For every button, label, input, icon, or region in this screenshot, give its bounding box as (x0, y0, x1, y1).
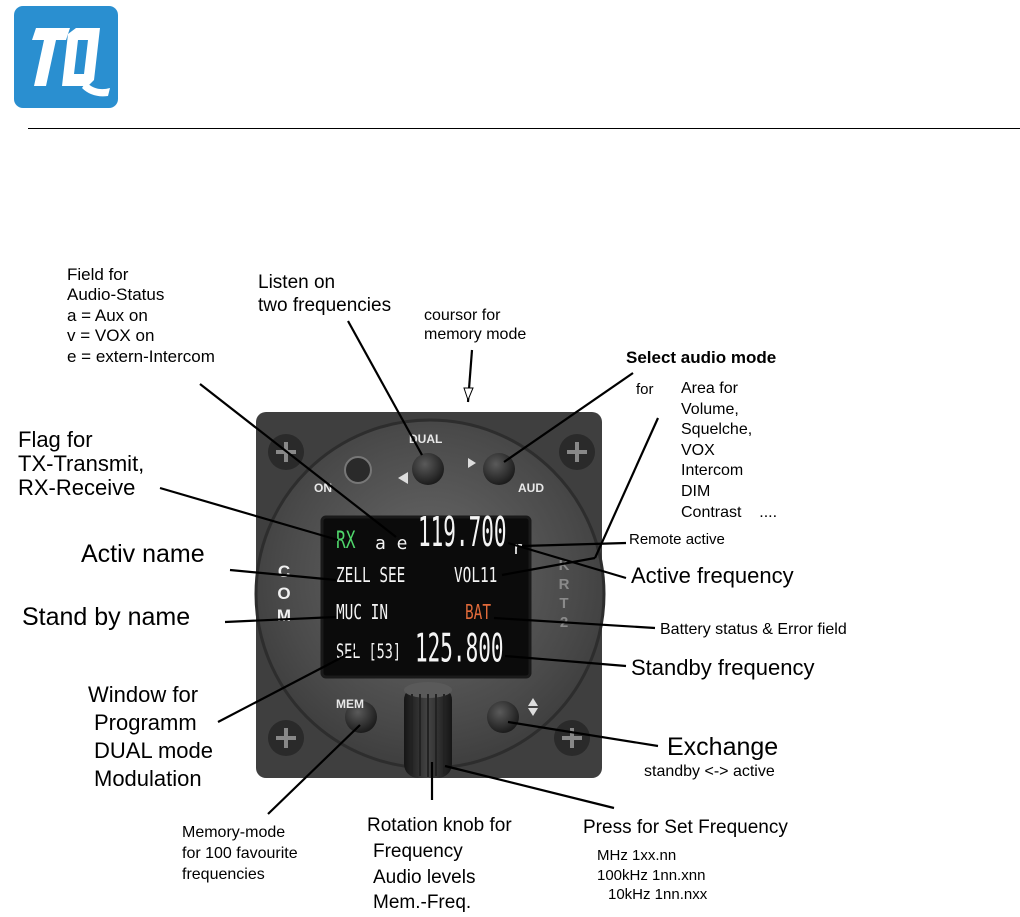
label-remote-active: Remote active (629, 531, 725, 548)
bezel-label-aud: AUD (518, 481, 544, 495)
leader-area-a (593, 417, 660, 559)
lcd-battery: BAT (465, 599, 492, 624)
lcd-active-name: ZELL SEE (336, 562, 406, 587)
label-line: Mem.-Freq. (373, 892, 472, 914)
label-active-frequency: Active frequency (631, 563, 794, 588)
label-line: DUAL mode (94, 738, 214, 764)
label-line: Field for (67, 265, 129, 284)
label-line: for 100 favourite (182, 844, 298, 862)
label-line: Contrast .... (681, 503, 778, 521)
krt-letter: T (559, 595, 569, 612)
label-line: memory mode (424, 326, 527, 344)
lcd-rx-flag: RX (336, 526, 356, 555)
leader-audio-status (199, 383, 397, 538)
label-window: Window for Programm DUAL mode Modulation (88, 681, 213, 794)
header-rule (28, 128, 1020, 129)
label-line: Intercom (681, 462, 744, 480)
lcd-audio-status: a e (375, 533, 408, 554)
label-line: RX-Receive (18, 475, 136, 501)
label-line: 10kHz 1nn.nxx (608, 886, 708, 903)
label-line: frequencies (182, 865, 265, 883)
label-line: Listen on (258, 272, 336, 293)
label-line: Modulation (94, 766, 202, 792)
label-rotation: Rotation knob for Frequency Audio levels… (367, 813, 512, 916)
lcd-remote-flag: r (512, 538, 523, 559)
label-flag: Flag for TX-Transmit, RX-Receive (18, 427, 145, 501)
label-battery: Battery status & Error field (660, 621, 847, 638)
label-area: Area for Volume, Squelche, VOX Intercom … (681, 379, 777, 523)
leader-memory (267, 724, 361, 815)
label-line: Memory-mode (182, 824, 286, 841)
label-exchange-sub: standby <-> active (644, 763, 775, 780)
on-switch (344, 456, 372, 484)
exchange-button (487, 701, 519, 733)
label-select-audio: Select audio mode (626, 348, 777, 367)
label-standby-frequency: Standby frequency (631, 655, 815, 680)
lcd-standby-name: MUC IN (336, 599, 389, 624)
label-line: Programm (94, 710, 197, 736)
tq-logo-mark (32, 28, 110, 97)
label-press-title: Press for Set Frequency (583, 817, 788, 838)
label-line: TX-Transmit, (18, 451, 145, 477)
label-line: coursor for (424, 307, 501, 324)
label-dual: Listen on two frequencies (258, 272, 391, 318)
mem-button (345, 701, 377, 733)
label-cursor: coursor for memory mode (424, 306, 526, 344)
leader-battery (493, 616, 656, 630)
leader-area-b (501, 556, 596, 577)
label-line: Squelche, (681, 421, 753, 439)
lcd-screen (320, 515, 532, 679)
leader-flag (159, 486, 339, 542)
label-line: e = extern-Intercom (67, 346, 215, 366)
label-audio-status-field: Field for Audio-Status a = Aux on v = VO… (67, 265, 215, 367)
bezel-label-dual: DUAL (409, 432, 443, 446)
leader-aud (503, 372, 634, 463)
com-letter: O (277, 584, 291, 603)
label-press-list: MHz 1xx.nn 100kHz 1nn.xnn 10kHz 1nn.nxx (597, 846, 707, 905)
leader-press (444, 764, 615, 810)
label-for: for (636, 381, 654, 398)
label-line: Volume, (681, 400, 739, 418)
lcd-standby-frequency: 125.800 (415, 626, 504, 673)
label-line: MHz 1xx.nn (597, 847, 677, 864)
leader-window (217, 649, 357, 723)
label-line: Rotation knob for (367, 815, 512, 836)
bezel-label-mem: MEM (336, 697, 364, 711)
leader-dual (347, 320, 423, 456)
label-memory-mode: Memory-mode for 100 favourite frequencie… (182, 823, 298, 885)
label-line: Audio-Status (67, 285, 165, 305)
label-line: Flag for (18, 427, 93, 452)
label-line: Frequency (373, 840, 463, 862)
label-line: VOX (681, 441, 715, 459)
label-exchange: Exchange (667, 733, 779, 761)
leader-activ-name (229, 568, 337, 582)
label-activ-name: Activ name (81, 540, 205, 568)
label-line: Window for (88, 682, 199, 707)
krt-letter: K (558, 557, 570, 574)
label-line: v = VOX on (67, 326, 155, 346)
label-line: DIM (681, 482, 711, 500)
leader-standby-frequency (504, 654, 627, 668)
lcd-window: SEL [53] (336, 639, 402, 663)
label-line: a = Aux on (67, 305, 148, 325)
krt-letter: R (558, 576, 570, 593)
label-line: Audio levels (373, 866, 476, 888)
lcd-volume: VOL11 (454, 562, 498, 587)
leader-active-frequency (507, 541, 627, 580)
dual-button (412, 453, 444, 485)
leader-exchange (507, 720, 659, 748)
label-standby-name: Stand by name (22, 603, 191, 631)
leader-standby-name (224, 615, 337, 624)
label-line: Area for (681, 380, 738, 397)
screw-top-right (559, 434, 595, 470)
lcd-active-frequency: 119.700 (418, 508, 507, 557)
leader-remote (521, 541, 627, 548)
label-line: 100kHz 1nn.xnn (597, 866, 706, 884)
tq-logo (14, 6, 118, 108)
label-line: two frequencies (258, 294, 392, 316)
screw-bottom-left (268, 720, 304, 756)
cursor-arrow-icon (463, 387, 474, 402)
